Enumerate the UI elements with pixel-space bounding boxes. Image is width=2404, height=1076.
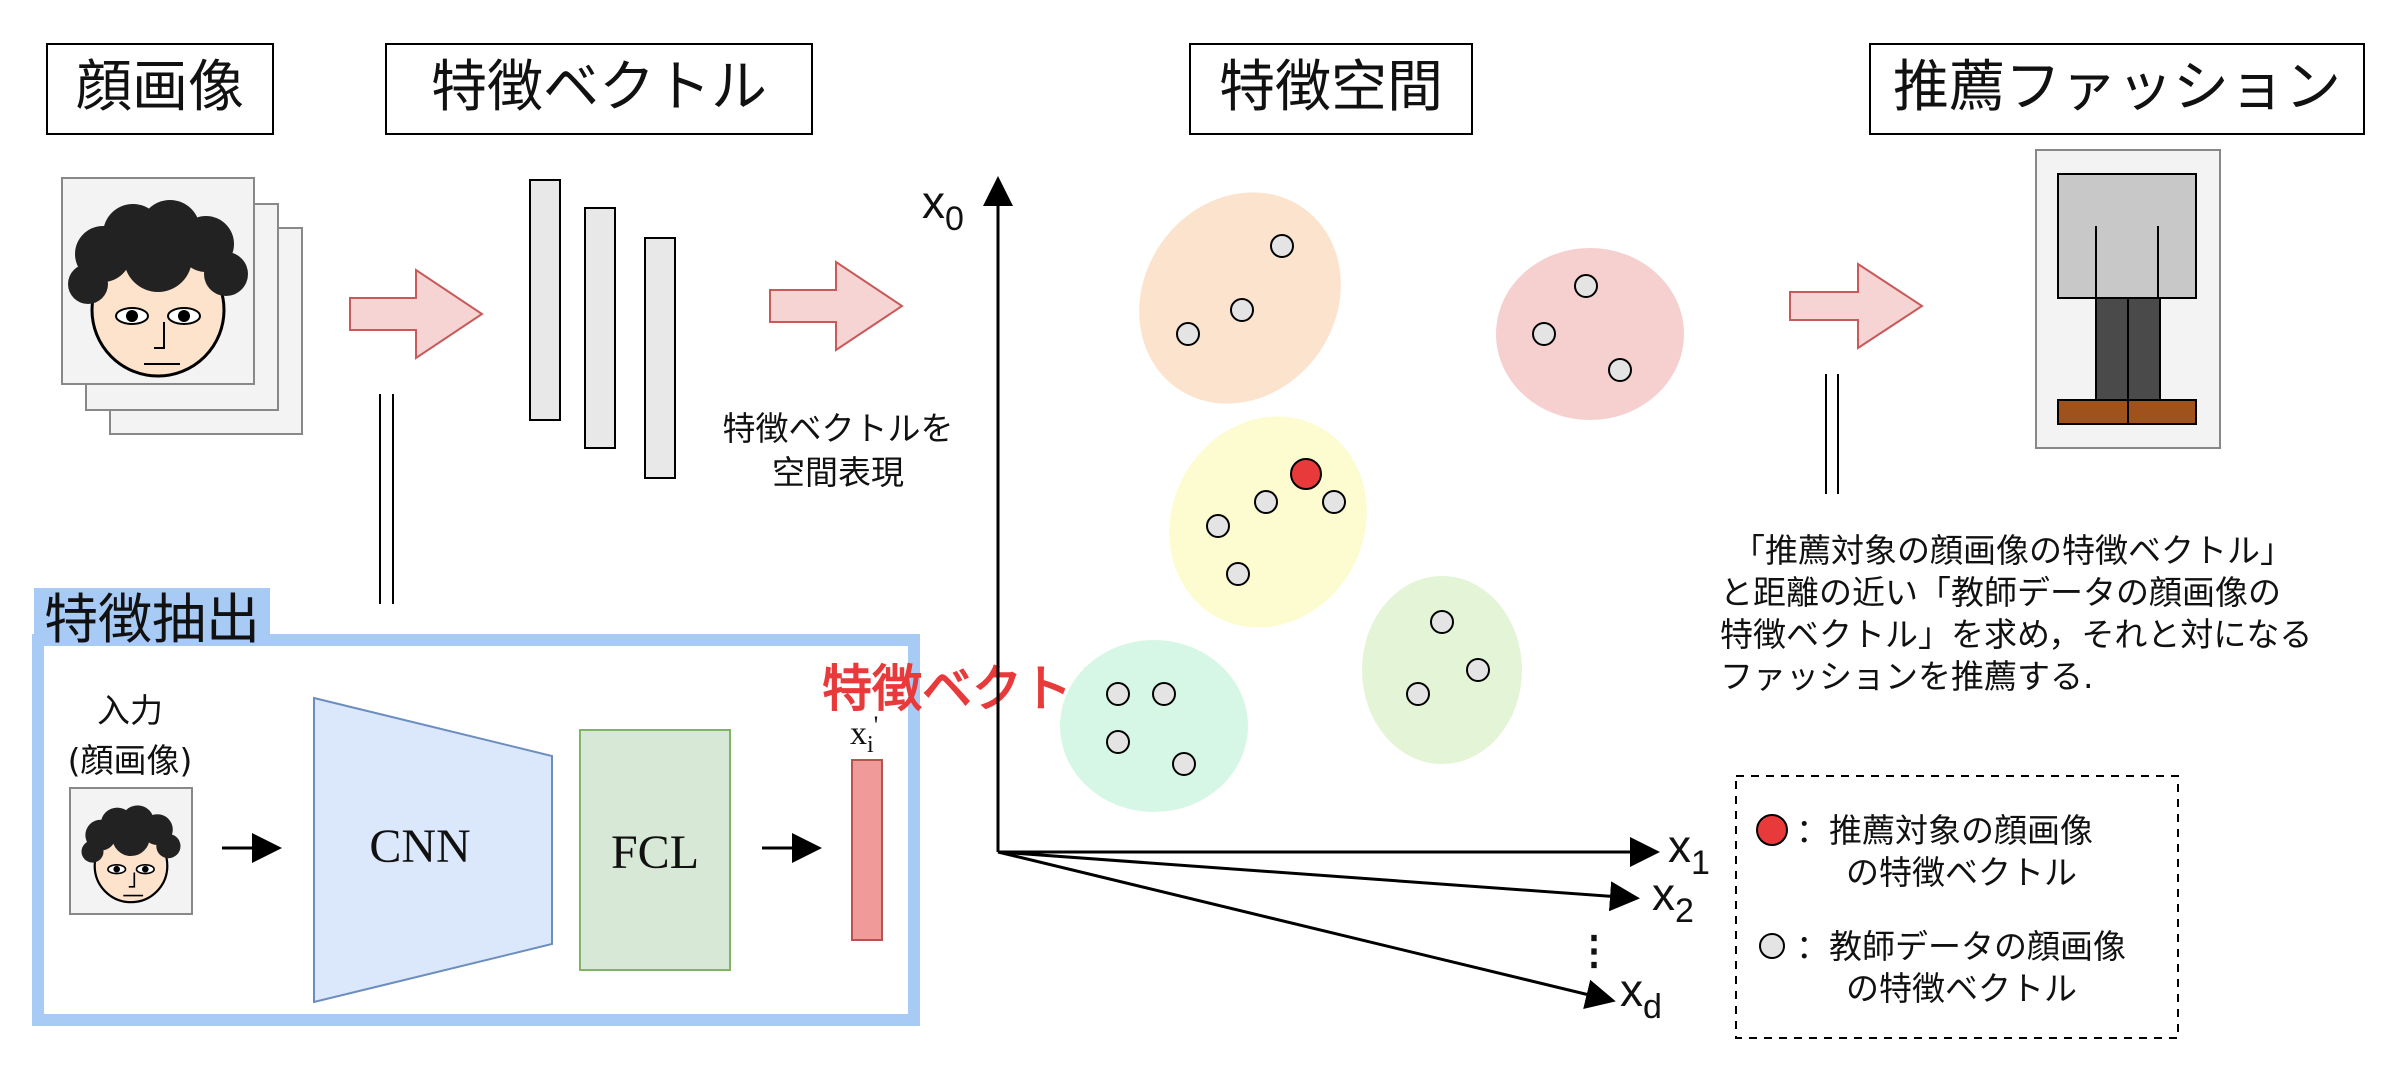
header-feature-vector: 特徴ベクトル	[385, 43, 813, 135]
header-feature-space-label: 特徴空間	[1219, 55, 1443, 120]
input-label-line1: 入力	[97, 691, 163, 730]
header-recommended-fashion: 推薦ファッション	[1869, 43, 2365, 135]
explanation-line3: 特徴ベクトル」を求め，それと対になる	[1720, 615, 2312, 654]
cluster-yellow	[1169, 416, 1367, 628]
teacher-point	[1322, 490, 1346, 514]
teacher-point	[1270, 234, 1294, 258]
axis-x0-label: x0	[922, 176, 964, 238]
legend-target-line2: の特徴ベクトル	[1846, 853, 2077, 892]
axis-xd	[997, 850, 1616, 1009]
teacher-point	[1532, 322, 1556, 346]
fashion-outfit-icon	[2035, 149, 2221, 449]
fcl-label: FCL	[611, 826, 699, 879]
hollow-arrow-icon	[349, 268, 484, 360]
teacher-point	[1106, 730, 1130, 754]
equals-connector-right	[1825, 374, 1839, 494]
teacher-point	[1106, 682, 1130, 706]
teacher-point	[1254, 490, 1278, 514]
axis-ellipsis: ⋮	[1574, 929, 1614, 973]
feature-space-axes	[983, 176, 1660, 1009]
cluster-pink	[1496, 248, 1684, 420]
cnn-block	[313, 696, 553, 1004]
face-avatar-icon	[81, 805, 181, 904]
axis-x2-label: x2	[1652, 868, 1694, 930]
face-avatar-icon	[68, 200, 248, 378]
cluster-mint	[1060, 640, 1248, 812]
teacher-point	[1226, 562, 1250, 586]
teacher-point	[1230, 298, 1254, 322]
axis-xd-label: xd	[1620, 964, 1662, 1026]
header-face-image: 顔画像	[46, 43, 274, 135]
axis-x2	[997, 850, 1640, 912]
header-feature-vector-label: 特徴ベクトル	[431, 55, 767, 120]
teacher-point	[1574, 274, 1598, 298]
cluster-orange	[1139, 192, 1341, 404]
axis-x1-label: x1	[1668, 820, 1710, 882]
input-label-line2: (顔画像)	[68, 741, 193, 780]
feature-extraction-panel: 特徴抽出 入力 (顔画像) CNN FCL 特徴ベクトル x	[32, 588, 1122, 1026]
header-recommended-fashion-label: 推薦ファッション	[1893, 55, 2341, 120]
header-feature-space: 特徴空間	[1189, 43, 1473, 135]
explanation-text: 「推薦対象の顔画像の特徴ベクトル」 と距離の近い「教師データの顔画像の 特徴ベク…	[1720, 531, 2312, 696]
teacher-point	[1152, 682, 1176, 706]
extraction-border	[32, 634, 920, 1026]
legend-target-marker	[1756, 814, 1788, 846]
teacher-points	[1106, 234, 1632, 776]
hollow-arrow-icon	[769, 260, 904, 352]
explanation-line1: 「推薦対象の顔画像の特徴ベクトル」	[1732, 531, 2293, 570]
explanation-line2: と距離の近い「教師データの顔画像の	[1720, 573, 2281, 612]
clusters	[1060, 192, 1684, 812]
hollow-arrow-icon	[1789, 262, 1924, 350]
extraction-title: 特徴抽出	[44, 588, 260, 651]
mid-caption-line2: 空間表現	[772, 453, 904, 492]
teacher-point	[1406, 682, 1430, 706]
teacher-point	[1206, 514, 1230, 538]
legend-box	[1735, 775, 2179, 1039]
header-face-image-label: 顔画像	[76, 55, 244, 120]
legend-teacher-line1: ：教師データの顔画像	[1796, 927, 2126, 966]
teacher-point	[1608, 358, 1632, 382]
target-point	[1290, 458, 1322, 490]
teacher-point	[1466, 658, 1490, 682]
teacher-point	[1176, 322, 1200, 346]
output-vector-bar	[851, 759, 883, 941]
legend-teacher-marker	[1759, 933, 1785, 959]
output-var-label: xi'	[850, 711, 878, 758]
feature-vector-bars	[529, 179, 676, 479]
legend-target-line1: ：推薦対象の顔画像	[1796, 811, 2093, 850]
legend-teacher-line2: の特徴ベクトル	[1846, 969, 2077, 1008]
face-image-stack	[61, 177, 303, 435]
cnn-label: CNN	[369, 820, 470, 873]
teacher-point	[1172, 752, 1196, 776]
cluster-green	[1362, 576, 1522, 764]
teacher-point	[1430, 610, 1454, 634]
legend: ：推薦対象の顔画像 の特徴ベクトル ：教師データの顔画像 の特徴ベクトル	[1735, 775, 2179, 1039]
explanation-line4: ファッションを推薦する.	[1720, 657, 2094, 696]
mid-caption-line1: 特徴ベクトルを	[723, 409, 954, 448]
extraction-title-bg	[34, 588, 270, 646]
equals-connector-left	[379, 394, 394, 604]
fcl-block	[579, 729, 731, 971]
